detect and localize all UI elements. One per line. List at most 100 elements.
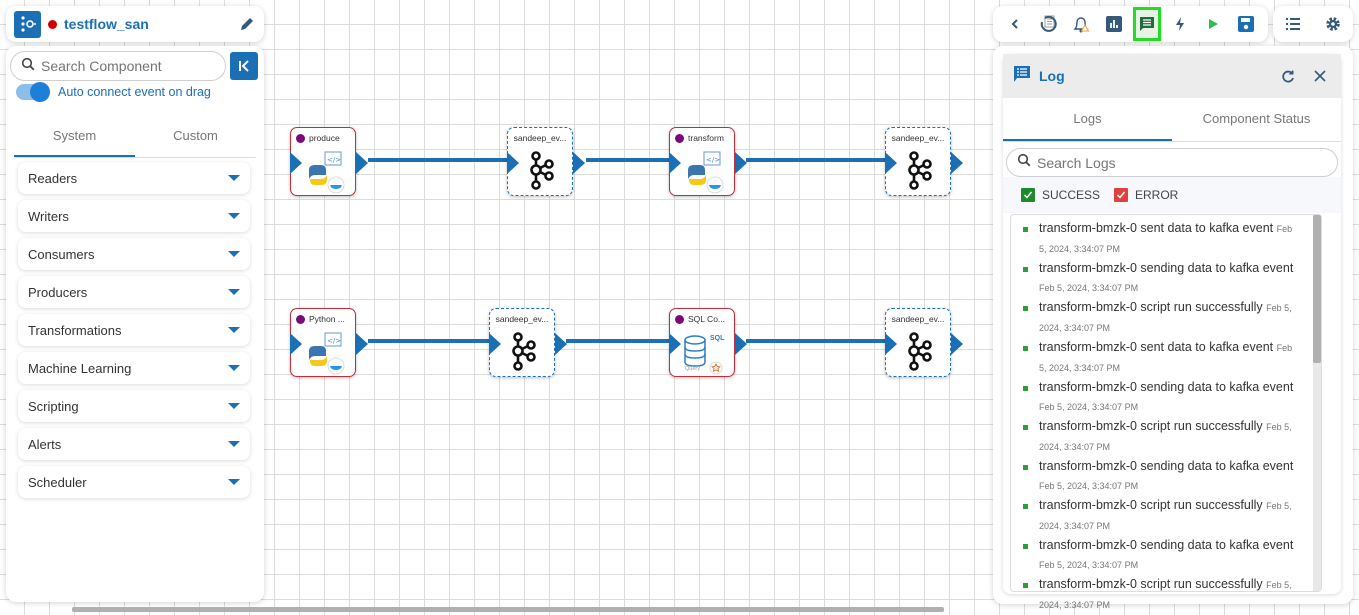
category-producers[interactable]: Producers [18,276,250,308]
edge[interactable] [566,339,670,343]
settings-icon[interactable] [1319,7,1347,41]
caret-down-icon [228,289,240,295]
tab-logs[interactable]: Logs [1003,98,1172,141]
save-icon[interactable] [1232,7,1260,41]
category-label: Producers [28,284,88,300]
collapse-panel-button[interactable] [230,52,258,80]
component-panel: Auto connect event on drag System Custom… [6,46,264,602]
tab-system[interactable]: System [14,122,135,157]
kafka-icon [906,331,934,378]
category-machine-learning[interactable]: Machine Learning [18,352,250,384]
log-timestamp: Feb 5, 2024, 3:34:07 PM [1039,283,1139,293]
pipeline-node-produce[interactable]: produce </> [290,127,368,199]
log-timestamp: Feb 5, 2024, 3:34:07 PM [1039,481,1139,491]
log-message: transform-bmzk-0 script run successfully [1039,419,1263,433]
category-list: Readers Writers Consumers Producers Tran… [18,162,250,504]
category-scripting[interactable]: Scripting [18,390,250,422]
python-docker-icon: </> [682,150,726,199]
category-alerts[interactable]: Alerts [18,428,250,460]
output-port[interactable] [555,333,567,355]
status-dot [675,133,684,143]
input-port[interactable] [290,152,302,174]
play-icon[interactable] [1199,7,1227,41]
input-port[interactable] [669,152,681,174]
category-writers[interactable]: Writers [18,200,250,232]
output-port[interactable] [356,333,368,355]
edge[interactable] [368,158,508,162]
log-entry: transform-bmzk-0 sent data to kafka even… [1023,338,1301,378]
node-name: sandeep_ev... [891,314,945,324]
log-entry: transform-bmzk-0 sending data to kafka e… [1023,536,1301,575]
output-port[interactable] [951,333,963,355]
category-transformations[interactable]: Transformations [18,314,250,346]
node-name: SQL Co... [688,314,726,324]
kafka-event-node[interactable]: sandeep_ev... [885,127,963,196]
python-docker-icon: </> [303,150,347,199]
input-port[interactable] [507,152,519,174]
kafka-event-node[interactable]: sandeep_ev... [507,127,585,196]
success-checkbox[interactable] [1021,188,1035,202]
tab-custom[interactable]: Custom [173,128,218,143]
category-readers[interactable]: Readers [18,162,250,194]
log-timestamp: Feb 5, 2024, 3:34:07 PM [1039,343,1293,373]
kafka-event-node[interactable]: sandeep_ev... [489,308,567,378]
history-icon[interactable] [1034,7,1062,41]
chart-icon[interactable] [1100,7,1128,41]
input-port[interactable] [669,333,681,355]
pipeline-node-python[interactable]: Python ... </> [290,308,368,377]
output-port[interactable] [951,152,963,174]
log-message: transform-bmzk-0 sending data to kafka e… [1039,261,1294,275]
output-port[interactable] [573,152,585,174]
input-port[interactable] [290,333,302,355]
alert-bell-icon[interactable] [1067,7,1095,41]
input-port[interactable] [885,333,897,355]
edge[interactable] [746,339,886,343]
component-search[interactable] [10,51,226,81]
canvas-horizontal-scrollbar[interactable] [72,607,944,612]
pipeline-node-transform[interactable]: transform </> [669,127,747,199]
kafka-icon [510,331,538,378]
edit-icon[interactable] [238,15,256,33]
input-port[interactable] [489,333,501,355]
caret-down-icon [228,441,240,447]
log-icon [1013,65,1031,88]
edge[interactable] [368,339,490,343]
category-consumers[interactable]: Consumers [18,238,250,270]
log-search-input[interactable] [1037,154,1297,171]
error-label: ERROR [1135,188,1179,202]
component-search-input[interactable] [41,58,211,74]
pipeline-header: testflow_san [6,6,264,42]
log-scroll-thumb[interactable] [1313,215,1321,363]
error-checkbox[interactable] [1114,188,1129,202]
log-search[interactable] [1006,148,1338,177]
tab-component-status[interactable]: Component Status [1202,111,1311,126]
flash-icon[interactable] [1166,7,1194,41]
edge[interactable] [586,158,670,162]
output-port[interactable] [356,152,368,174]
pipeline-logo-icon [14,10,41,38]
category-scheduler[interactable]: Scheduler [18,466,250,498]
kafka-event-node[interactable]: sandeep_ev... [885,308,963,378]
back-icon[interactable] [1001,7,1029,41]
log-list: transform-bmzk-0 sent data to kafka even… [1010,214,1322,610]
close-icon[interactable] [1309,65,1331,87]
output-port[interactable] [735,152,747,174]
input-port[interactable] [885,152,897,174]
category-label: Consumers [28,246,95,262]
log-tabs: Logs Component Status [1003,98,1341,142]
output-port[interactable] [735,333,747,355]
category-label: Transformations [28,322,122,338]
log-icon[interactable] [1132,7,1161,41]
refresh-icon[interactable] [1277,65,1299,87]
log-entries: transform-bmzk-0 sent data to kafka even… [1011,215,1321,615]
auto-connect-toggle[interactable] [16,82,50,102]
status-dot [296,133,305,143]
log-timestamp: Feb 5, 2024, 3:34:07 PM [1039,560,1139,570]
log-message: transform-bmzk-0 sending data to kafka e… [1039,459,1294,473]
pipeline-node-sql[interactable]: SQL Co... SQL Query [669,308,747,377]
log-scrollbar[interactable] [1313,215,1321,591]
node-label: produce [296,133,340,143]
edge[interactable] [746,158,886,162]
list-icon[interactable] [1279,7,1307,41]
caret-down-icon [228,251,240,257]
